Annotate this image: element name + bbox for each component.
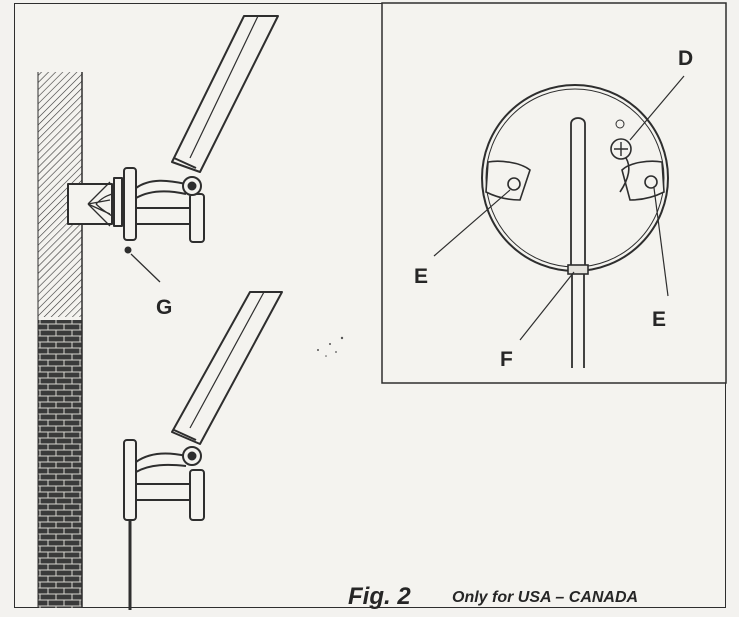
mounting-lug-left: [485, 160, 531, 201]
lower-lamp-arm: [171, 291, 283, 445]
lower-base-plate: [123, 439, 137, 521]
lamp-arm: [171, 15, 279, 173]
cord-clamp: [567, 264, 589, 275]
label-d: D: [678, 47, 694, 70]
mounting-lug-right: [621, 160, 665, 201]
label-f: F: [500, 348, 513, 371]
figure-region-note: Only for USA – CANADA: [452, 589, 639, 606]
inset-detail-panel: [381, 2, 727, 384]
wall-brick-section: [38, 320, 82, 608]
label-g: G: [156, 296, 173, 319]
speckles: [317, 336, 344, 357]
screw-g: [124, 246, 132, 254]
center-tube: [570, 117, 586, 268]
upper-lamp-assembly: [67, 15, 279, 283]
junction-box: [67, 183, 113, 225]
mounting-plate: [113, 177, 123, 227]
label-e-left: E: [414, 265, 429, 288]
base-plate: [123, 167, 137, 241]
label-e-right: E: [652, 308, 667, 331]
wall: [37, 72, 83, 608]
wire-bundle: [87, 181, 113, 227]
lower-lamp-assembly: [123, 291, 283, 610]
figure-number: Fig. 2: [348, 583, 411, 610]
